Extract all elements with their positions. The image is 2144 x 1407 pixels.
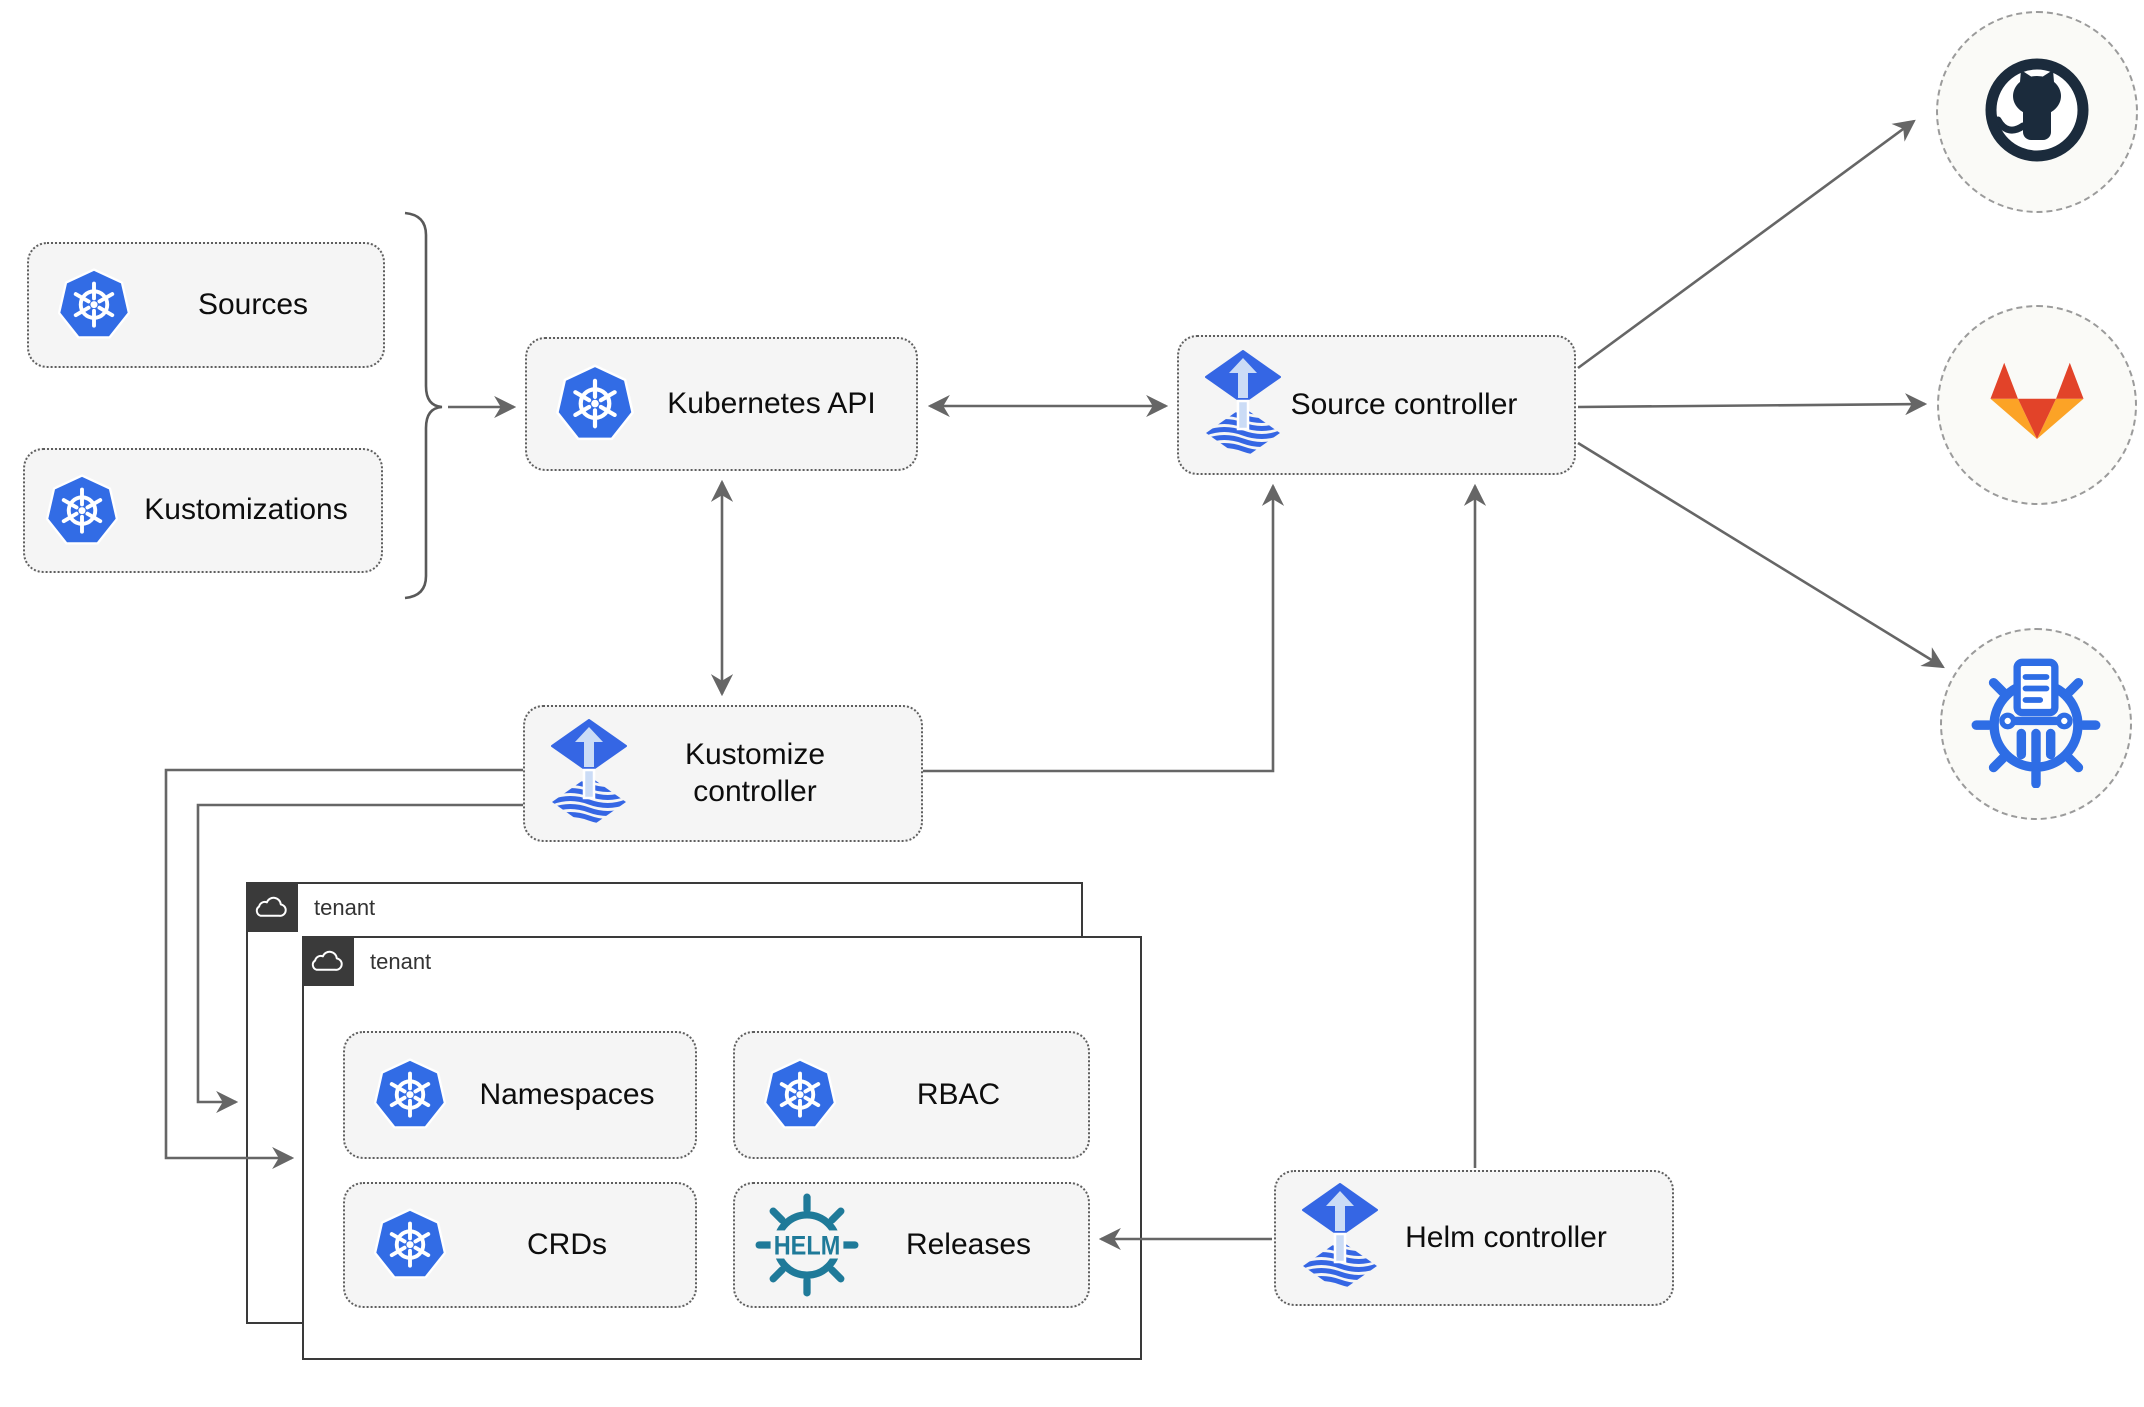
- kubernetes-icon: [55, 267, 133, 343]
- edge-source-controller-to-helm-repository: [1577, 441, 1945, 669]
- node-kustomize-controller-label: Kustomize controller: [684, 737, 826, 808]
- node-sources-label: Sources: [197, 287, 309, 321]
- node-rbac: RBAC: [733, 1031, 1090, 1159]
- tenant-outer-label: tenant: [314, 895, 376, 920]
- edge-source-controller-to-github: [1577, 119, 1916, 370]
- gitlab-icon: [1982, 352, 2092, 459]
- node-source-controller: Source controller: [1177, 335, 1576, 475]
- node-kubernetes-api-label: Kubernetes API: [667, 386, 876, 420]
- kubernetes-icon: [371, 1057, 449, 1133]
- gitlab-endpoint: [1937, 305, 2137, 505]
- kubernetes-icon: [371, 1207, 449, 1283]
- node-sources: Sources: [27, 242, 385, 368]
- kubernetes-icon: [553, 363, 637, 445]
- flux-icon: [551, 719, 627, 829]
- tenant-inner-label: tenant: [370, 949, 432, 974]
- flux-icon: [1205, 350, 1281, 460]
- node-namespaces: Namespaces: [343, 1031, 697, 1159]
- node-helm-controller: Helm controller: [1274, 1170, 1674, 1306]
- node-crds: CRDs: [343, 1182, 697, 1308]
- node-kustomize-controller: Kustomize controller: [523, 705, 923, 842]
- cloud-icon: [245, 881, 298, 932]
- edge-source-controller-to-gitlab: [1577, 393, 1928, 416]
- kubernetes-icon: [43, 473, 121, 549]
- node-crds-label: CRDs: [527, 1227, 607, 1261]
- node-namespaces-label: Namespaces: [479, 1077, 655, 1111]
- github-icon: [1977, 50, 2097, 175]
- github-endpoint: [1936, 11, 2138, 213]
- helm-icon: [755, 1193, 859, 1297]
- flux-icon: [1302, 1183, 1378, 1293]
- edge-kustomize-to-source-controller: [923, 483, 1285, 773]
- node-source-controller-label: Source controller: [1290, 387, 1518, 421]
- helm-repository-endpoint: [1940, 628, 2132, 820]
- node-releases-label: Releases: [905, 1227, 1032, 1261]
- node-kubernetes-api: Kubernetes API: [525, 337, 918, 471]
- node-helm-controller-label: Helm controller: [1405, 1220, 1607, 1254]
- kubernetes-icon: [761, 1057, 839, 1133]
- node-releases: Releases: [733, 1182, 1090, 1308]
- node-rbac-label: RBAC: [916, 1077, 1001, 1111]
- node-kustomizations-label: Kustomizations: [144, 493, 348, 527]
- node-kustomizations: Kustomizations: [23, 448, 383, 573]
- cloud-icon: [301, 935, 354, 986]
- brace-sources-group: [404, 211, 443, 600]
- chartmuseum-icon: [1970, 656, 2102, 793]
